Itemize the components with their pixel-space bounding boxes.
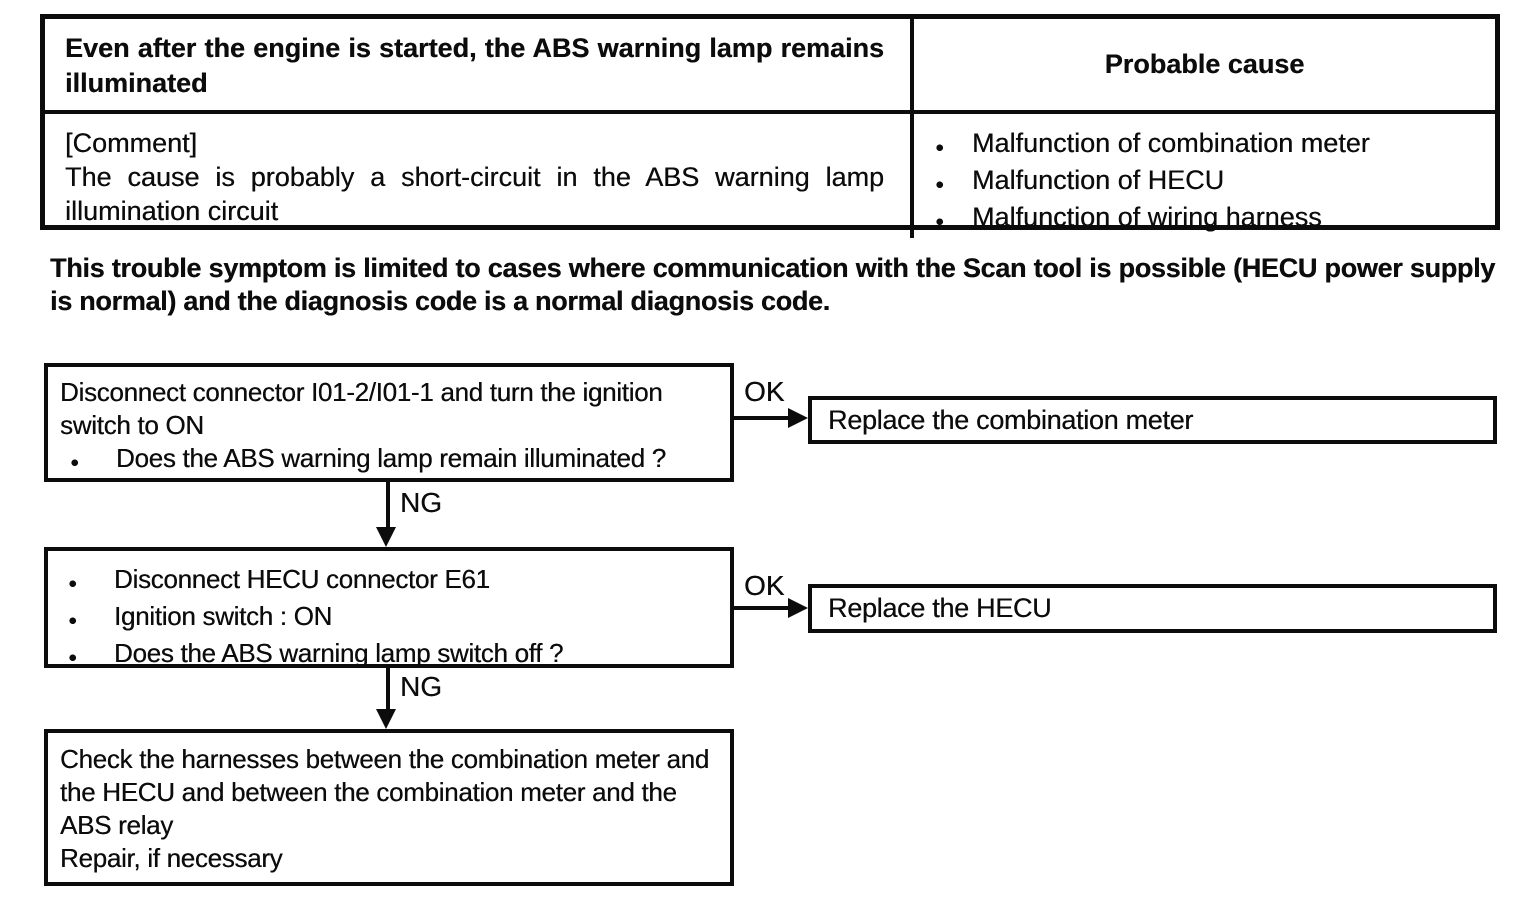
- result-2-text: Replace the HECU: [828, 593, 1052, 623]
- list-item: ● Malfunction of combination meter: [914, 127, 1487, 164]
- bullet-icon: ●: [935, 213, 945, 230]
- result-1-text: Replace the combination meter: [828, 404, 1194, 435]
- step-3-repair-text: Repair, if necessary: [60, 843, 283, 873]
- trouble-symptom-note: This trouble symptom is limited to cases…: [50, 253, 1495, 316]
- list-item: ● Does the ABS warning lamp remain illum…: [60, 442, 720, 479]
- probable-cause-header: Probable cause: [1104, 49, 1305, 79]
- ng-arrowhead-icon-2: [376, 709, 396, 729]
- comment-cell: [Comment] The cause is probably a short-…: [45, 110, 910, 238]
- cause-text: Malfunction of wiring harness: [972, 202, 1322, 232]
- ok-label-1: OK: [744, 376, 785, 407]
- ok-label-2: OK: [744, 570, 785, 601]
- symptom-cause-table: Even after the engine is started, the AB…: [40, 14, 1500, 238]
- flow-step-2-box: ● Disconnect HECU connector E61 ● Igniti…: [44, 547, 734, 668]
- ok-arrowhead-icon-2: [788, 598, 808, 618]
- bullet-icon: ●: [68, 649, 77, 666]
- bullet-icon: ●: [935, 176, 945, 193]
- ok-arrowhead-icon-1: [788, 408, 808, 428]
- bullet-icon: ●: [68, 612, 77, 629]
- ok-arrow-1-line: [732, 416, 790, 420]
- result-box-replace-combination-meter: Replace the combination meter: [808, 396, 1497, 444]
- cause-text: Malfunction of HECU: [972, 165, 1225, 195]
- bullet-icon: ●: [70, 454, 79, 471]
- bullet-icon: ●: [935, 139, 945, 156]
- list-item: ● Ignition switch : ON: [58, 600, 720, 637]
- bullet-icon: ●: [68, 575, 77, 592]
- list-item: ● Malfunction of HECU: [914, 164, 1487, 201]
- flow-step-3-box: Check the harnesses between the combinat…: [44, 729, 734, 886]
- step-1-question: Does the ABS warning lamp remain illumin…: [116, 443, 666, 473]
- list-item: ● Does the ABS warning lamp switch off ?: [58, 637, 720, 674]
- ng-label-1: NG: [400, 487, 442, 518]
- list-item: ● Disconnect HECU connector E61: [58, 563, 720, 600]
- ng-arrow-1-line: [386, 481, 390, 527]
- list-item: ● Malfunction of wiring harness: [914, 201, 1487, 238]
- result-box-replace-hecu: Replace the HECU: [808, 584, 1497, 633]
- step-2-condition: Ignition switch : ON: [114, 601, 332, 631]
- step-1-text: Disconnect connector I01-2/I01-1 and tur…: [60, 377, 663, 440]
- symptom-cell: Even after the engine is started, the AB…: [45, 19, 910, 110]
- ng-arrowhead-icon-1: [376, 527, 396, 547]
- comment-label: [Comment]: [65, 128, 198, 158]
- causes-cell: ● Malfunction of combination meter ● Mal…: [910, 110, 1495, 238]
- probable-cause-header-cell: Probable cause: [910, 19, 1495, 110]
- step-2-question: Does the ABS warning lamp switch off ?: [114, 638, 564, 668]
- flow-step-1-box: Disconnect connector I01-2/I01-1 and tur…: [44, 363, 734, 482]
- symptom-text: Even after the engine is started, the AB…: [65, 33, 884, 98]
- ng-arrow-2-line: [386, 667, 390, 709]
- cause-text: Malfunction of combination meter: [972, 128, 1370, 158]
- step-3-text: Check the harnesses between the combinat…: [60, 744, 709, 840]
- step-2-action: Disconnect HECU connector E61: [114, 564, 490, 594]
- ng-label-2: NG: [400, 671, 442, 702]
- ok-arrow-2-line: [732, 606, 790, 610]
- comment-text: The cause is probably a short-circuit in…: [65, 162, 884, 226]
